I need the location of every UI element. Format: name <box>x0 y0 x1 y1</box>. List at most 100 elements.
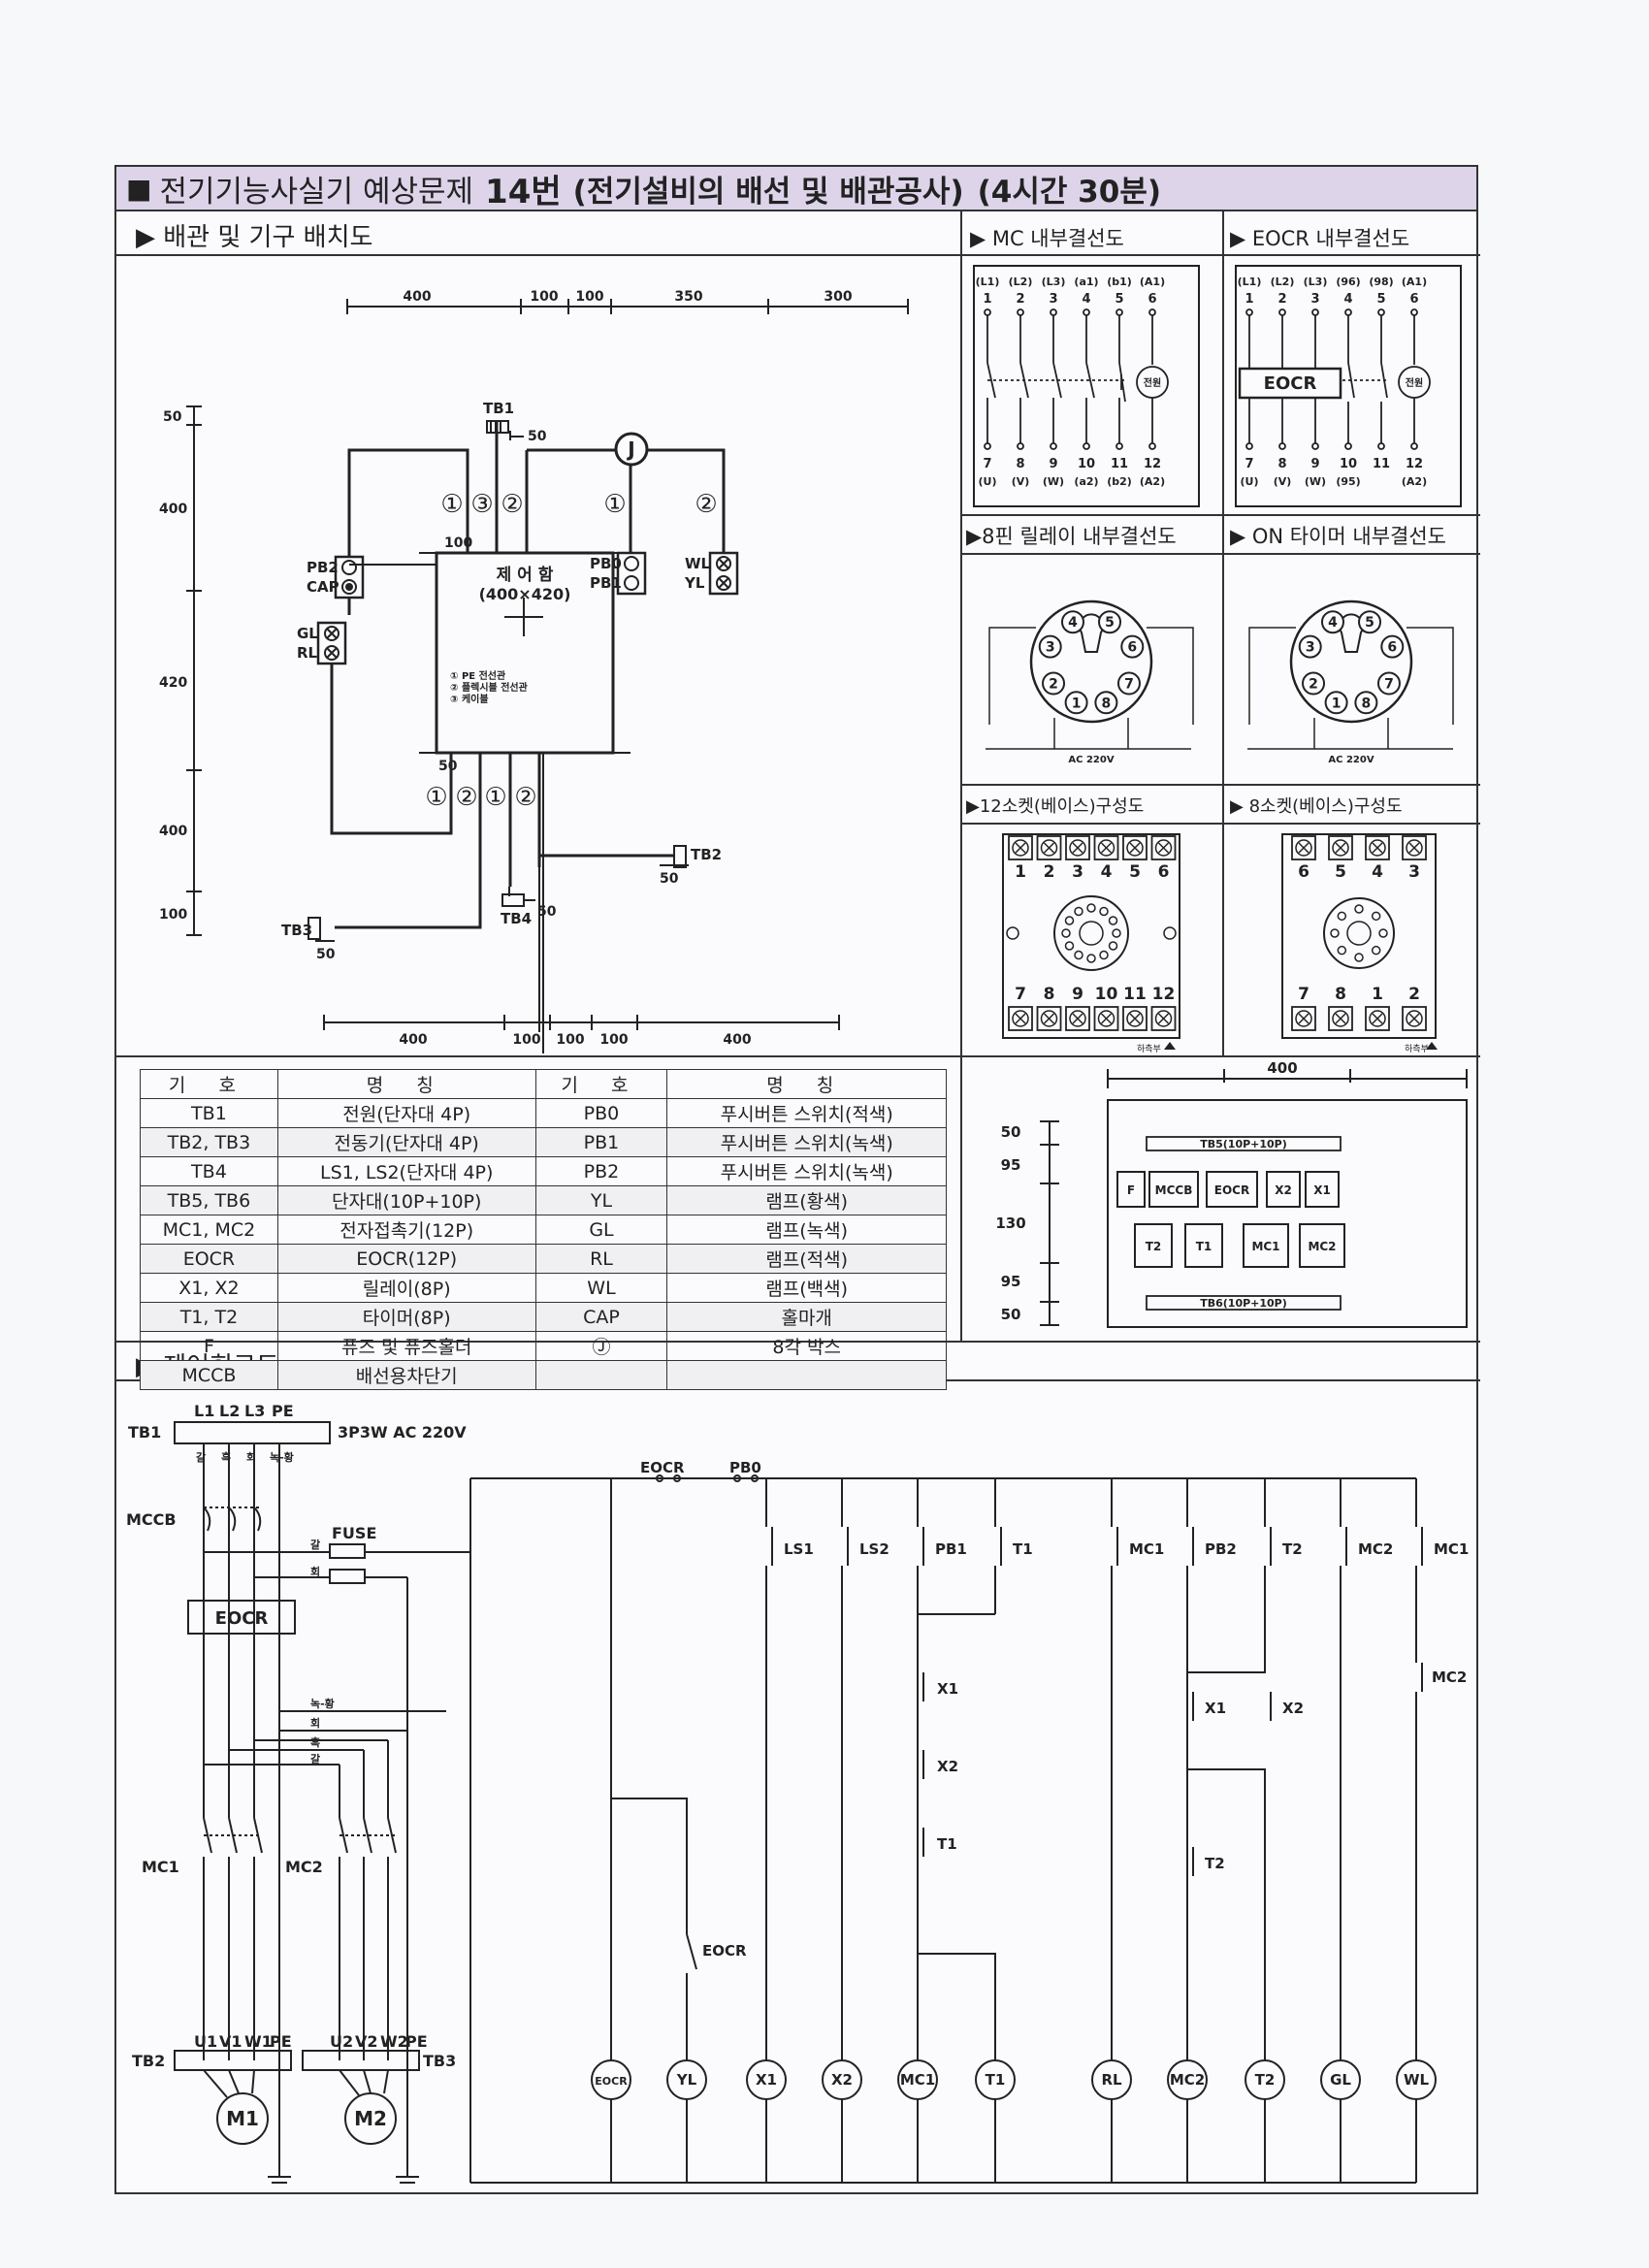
mc-top-num: 6 <box>1148 292 1156 307</box>
eocr-internal-diagram: EOCR (L1) (L2) (L3) (96) (98) (A1) 1 2 3… <box>1235 265 1462 507</box>
square-bullet-icon: ■ <box>126 172 152 205</box>
dim-label: 100 <box>444 535 472 551</box>
mc-bottom-label: (U) <box>979 475 997 488</box>
contact-label: X1 <box>937 1680 958 1698</box>
eocr-bottom-num: 8 <box>1277 457 1286 471</box>
eocr-top-label: (L1) <box>1238 275 1262 288</box>
socket12-mark: 하측부 <box>1137 1044 1161 1053</box>
socket-terminal <box>1365 835 1390 860</box>
legend-cell: F <box>140 1331 278 1361</box>
legend-cell: PB1 <box>534 1127 668 1157</box>
conduit-number: ① <box>484 783 506 812</box>
contact-label: T1 <box>937 1835 957 1853</box>
control-box-note: ① PE 전선관 <box>450 669 506 682</box>
relay-pin-number: 2 <box>1309 677 1318 693</box>
mc-internal-diagram: (L1) (L2) (L3) (a1) (b1) (A1) 1 2 3 4 5 … <box>973 265 1200 507</box>
supply-label: 3P3W AC 220V <box>338 1423 467 1442</box>
eocr-bottom-label: (V) <box>1274 475 1292 488</box>
eocr-bottom-label: (95) <box>1336 475 1360 488</box>
relay-pin <box>1120 634 1145 659</box>
panel-component <box>1305 1171 1340 1208</box>
load-label: RL <box>1101 2071 1122 2089</box>
section-title-relay: ▶8핀 릴레이 내부결선도 <box>966 525 1177 548</box>
socket-terminal <box>1291 835 1316 860</box>
title-prefix: 전기기능사실기 예상문제 <box>159 174 474 210</box>
mc-top-label: (a1) <box>1074 275 1098 288</box>
relay-pin <box>1098 610 1122 634</box>
mc-bottom-num: 8 <box>1016 457 1024 471</box>
section-title-timer: ▶ ON 타이머 내부결선도 <box>1230 525 1446 548</box>
conduit-number: ② <box>695 490 717 519</box>
control-circuit-diagram: TB1 L1 L2 L3 PE 3P3W AC 220V 갈 흑 회 녹-황 M… <box>126 1402 1469 2184</box>
relay-pin-number: 5 <box>1105 615 1115 631</box>
divider <box>960 823 1480 825</box>
mc-bottom-label: (W) <box>1043 475 1064 488</box>
panel-component-label: F <box>1127 1183 1135 1197</box>
contact-label: LS1 <box>784 1540 814 1558</box>
panel-dim: 95 <box>1001 1273 1021 1290</box>
socket-terminal <box>1291 1006 1316 1031</box>
legend-cell: LS1, LS2(단자대 4P) <box>276 1156 536 1186</box>
contact-label: X2 <box>1282 1700 1304 1717</box>
socket-terminal <box>1065 1006 1090 1031</box>
legend-cell: 홀마개 <box>666 1302 947 1332</box>
contact-label: MC2 <box>1358 1540 1393 1558</box>
ctl-tb3-label: TB3 <box>423 2052 456 2070</box>
relay-pin <box>1320 610 1344 634</box>
section-title-layout: ▶ 배관 및 기구 배치도 <box>136 223 373 252</box>
legend-cell: MCCB <box>140 1360 278 1390</box>
dim-label: 100 <box>512 1032 540 1048</box>
panel-component <box>1148 1171 1199 1208</box>
load-label: EOCR <box>595 2075 628 2088</box>
dim-label: 100 <box>575 289 603 305</box>
legend-cell: 푸시버튼 스위치(녹색) <box>666 1156 947 1186</box>
legend-cell: 릴레이(8P) <box>276 1273 536 1303</box>
relay-pin-number: 6 <box>1387 640 1397 656</box>
bus-color: 갈 <box>310 1752 320 1766</box>
conduit-number: ③ <box>470 490 493 519</box>
socket-number: 2 <box>1408 985 1420 1004</box>
wire-color: 회 <box>246 1450 256 1464</box>
socket-terminal <box>1093 835 1119 860</box>
ctl-tb1-label: TB1 <box>128 1423 161 1442</box>
legend-cell: 전동기(단자대 4P) <box>276 1127 536 1157</box>
panel-component <box>1116 1171 1146 1208</box>
relay-pin <box>1376 671 1401 696</box>
problem-sheet: ■ 전기기능사실기 예상문제 14번 (전기설비의 배선 및 배관공사) (4시… <box>114 165 1480 2194</box>
eocr-top-label: (96) <box>1336 275 1360 288</box>
mc-top-num: 1 <box>983 292 991 307</box>
legend-cell <box>666 1360 947 1390</box>
mc-top-label: (L1) <box>976 275 1000 288</box>
dim-label: 300 <box>824 289 852 305</box>
title-time: (4시간 30분) <box>977 174 1162 210</box>
mc-top-label: (A1) <box>1140 275 1165 288</box>
relay-pin <box>1380 634 1405 659</box>
socket-terminal <box>1150 1006 1177 1031</box>
divider <box>116 254 1480 256</box>
panel-dim: 50 <box>1001 1123 1021 1141</box>
panel-component-label: MC1 <box>1251 1240 1279 1253</box>
dim-label: 100 <box>159 907 187 923</box>
timer-ac-label: AC 220V <box>1328 755 1374 765</box>
legend-cell: 램프(녹색) <box>666 1215 947 1245</box>
legend-cell: Ⓙ <box>534 1331 668 1361</box>
relay-pin-number: 3 <box>1306 640 1315 656</box>
socket-number: 4 <box>1101 862 1113 882</box>
mc1-power-label: MC1 <box>142 1858 179 1876</box>
control-box-note: ② 플렉시블 전선관 <box>450 681 529 694</box>
bus-color: 흑 <box>310 1735 320 1749</box>
conduit-number: ① <box>603 490 626 519</box>
relay-pin <box>1298 634 1322 659</box>
contact-label: MC1 <box>1434 1540 1469 1558</box>
wire-color: 녹-황 <box>270 1450 294 1464</box>
socket-number: 2 <box>1044 862 1055 882</box>
m2-terminal: W2 <box>380 2032 408 2051</box>
relay-pin-number: 2 <box>1049 677 1058 693</box>
relay-pin-number: 1 <box>1332 696 1342 711</box>
mc-coil-label: 전원 <box>1144 376 1161 389</box>
load-label: T2 <box>1255 2071 1276 2089</box>
legend-cell <box>534 1360 668 1390</box>
eocr-top-num: 5 <box>1376 292 1385 307</box>
